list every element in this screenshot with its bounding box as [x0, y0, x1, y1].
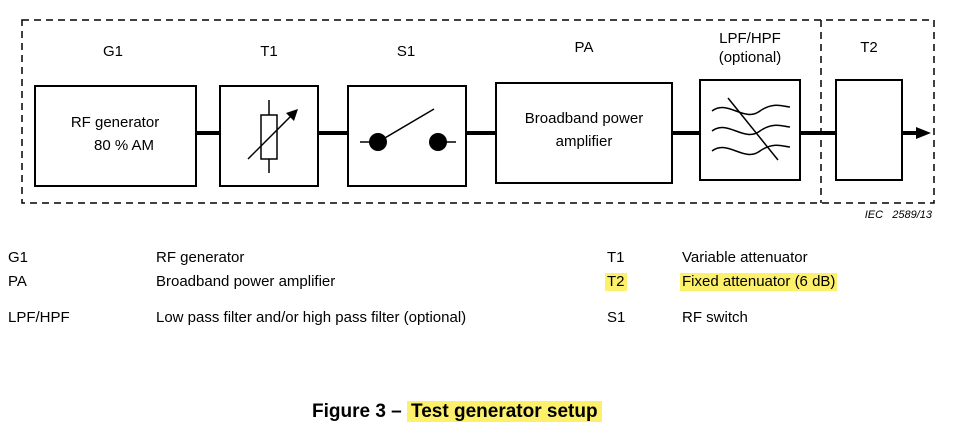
legend-desc-lpf-hpf: Low pass filter and/or high pass filter … — [156, 309, 467, 326]
legend-desc-s1: RF switch — [682, 309, 748, 326]
rf-switch-block — [347, 85, 467, 187]
figure-caption: Figure 3 – Test generator setup — [312, 400, 602, 424]
legend-desc-t2: Fixed attenuator (6 dB) — [680, 273, 838, 291]
filter-label-line2: (optional) — [719, 49, 782, 66]
s1-label: S1 — [397, 43, 415, 60]
pa-text-line1: Broadband power — [525, 110, 643, 127]
legend-desc-pa: Broadband power amplifier — [156, 273, 336, 290]
legend-abbr-pa: PA — [8, 273, 27, 290]
outer-dashed-frame — [21, 19, 935, 204]
g1-label: G1 — [103, 43, 123, 60]
legend-abbr-s1: S1 — [607, 309, 626, 326]
legend-abbr-lpf-hpf: LPF/HPF — [8, 309, 70, 326]
rf-generator-block: RF generator 80 % AM — [34, 85, 197, 187]
variable-attenuator-block — [219, 85, 319, 187]
power-amplifier-block: Broadband power amplifier — [495, 82, 673, 184]
output-arrow-icon — [916, 127, 931, 139]
switch-icon — [360, 108, 456, 151]
iec-reference: IEC 2589/13 — [865, 209, 933, 221]
legend-desc-g1: RF generator — [156, 249, 245, 266]
pa-text-line2: amplifier — [556, 133, 613, 150]
pa-label: PA — [575, 39, 594, 56]
filter-icon — [711, 97, 791, 161]
figure-caption-prefix: Figure 3 – — [312, 401, 402, 422]
legend-desc-t1: Variable attenuator — [682, 249, 808, 266]
figure-caption-title: Test generator setup — [407, 401, 602, 422]
filter-block — [699, 79, 801, 181]
fixed-attenuator-block — [835, 79, 903, 181]
t1-label: T1 — [260, 43, 278, 60]
legend-abbr-t1: T1 — [607, 249, 625, 266]
filter-label-line1: LPF/HPF — [719, 30, 781, 47]
t2-label: T2 — [860, 39, 878, 56]
block-diagram: RF generator 80 % AM Broadband power amp… — [21, 19, 935, 221]
legend-abbr-t2: T2 — [605, 273, 627, 291]
rf-generator-text-line1: RF generator — [71, 114, 159, 131]
rf-generator-text-line2: 80 % AM — [94, 137, 154, 154]
variable-resistor-icon — [247, 100, 298, 173]
legend-abbr-g1: G1 — [8, 249, 29, 266]
